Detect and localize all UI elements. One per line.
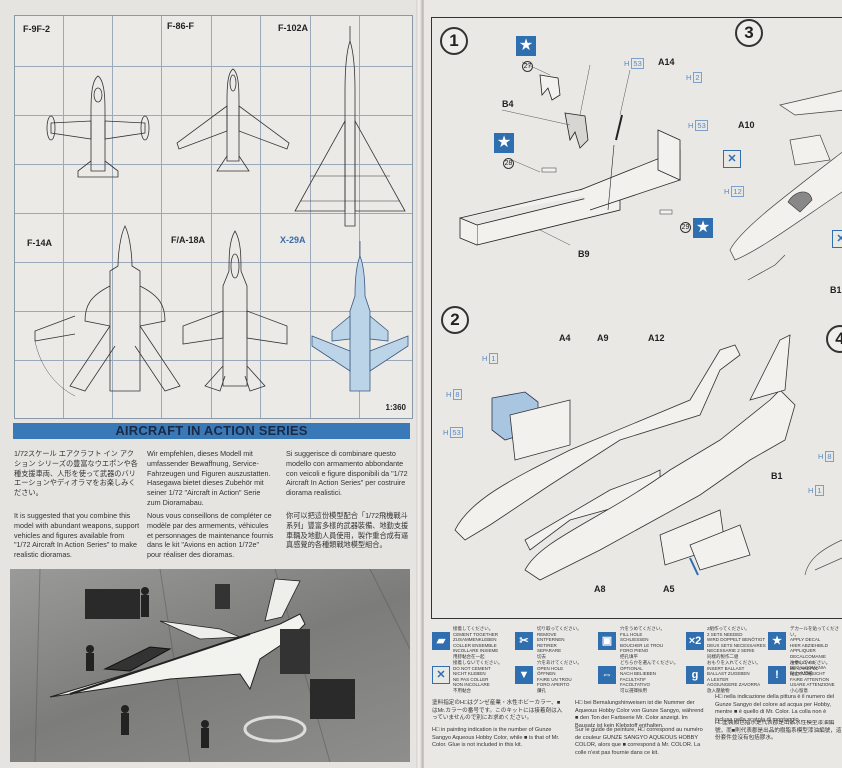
aircraft-silhouette-grid: F-9F-2 F-86-F F-102A F-14A F/A-18A X-29A [14,15,413,419]
part-label-b9: B9 [578,249,590,259]
text-chinese: 你可以把這份模型配合「1/72飛機戰斗系列」豐富多樣的武器裝備、地勤支援車輛及地… [286,511,409,550]
do-not-cement-icon: ✕ [832,230,842,248]
text-italian: Si suggerisce di combinare questo modell… [286,449,408,498]
step-1-badge: 1 [440,27,468,55]
do-not-cement-icon: ✕ [432,666,450,684]
part-label-b4: B4 [502,99,514,109]
legend-remove: 切り取ってください。 REMOVE ENTFERNEN RETIRER SEPA… [537,626,582,659]
part-label-a9: A9 [597,333,609,343]
note-italian: H□ nella indicazione della pittura è il … [715,694,835,723]
scale-label: 1:360 [385,403,406,412]
note-chinese: H□塗裝顏色指示是代表郡是出品水性模型漆油編號，而■則代表郡是出品的樹脂系模型漆… [715,720,842,742]
legend-decal: デカールを貼ってください。 APPLY DECAL HIER ABZIEHBIL… [790,626,840,676]
legend-careful: 注意してください。 BE CAREFUL HIER VORSICHT FAIRE… [790,660,835,693]
decal-number-28: 28 [503,158,514,169]
careful-icon: ! [768,666,786,684]
legend-ballast: おもりを入れてください。 INSERT BALLAST BALLAST ZUGE… [707,660,761,693]
note-japanese: 塗料指定のH□はグンゼ産業・水性ホビーカラー、■はMr.カラーの番号です。このキ… [432,700,563,722]
x29a-silhouette [311,241,409,392]
legend-optional: どちらかを選んでください。 OPTIONAL NACH BELIEBEN FAC… [620,660,679,693]
diorama-photo [10,569,410,762]
left-page: F-9F-2 F-86-F F-102A F-14A F/A-18A X-29A [0,0,418,768]
note-german: H□ bei Bemalungshinweisen ist die Nummer… [575,700,704,729]
aircraft-label-fa18a: F/A-18A [171,235,206,245]
open-hole-icon: ▼ [515,666,533,684]
step-4-badge: 4 [826,325,842,353]
part-label-b1: B1 [771,471,783,481]
legend-do-not-cement: 接着しないでください。 DO NOT CEMENT NICHT KLEBEN N… [453,660,503,693]
part-label-a5: A5 [663,584,675,594]
part-label-a8: A8 [594,584,606,594]
part-label-a14: A14 [658,57,675,67]
step-3-badge: 3 [735,19,763,47]
decal-number-29: 29 [680,222,691,233]
f86f-silhouette [176,68,290,172]
fill-hole-icon: ▣ [598,632,616,650]
part-label-a4: A4 [559,333,571,343]
step-2-badge: 2 [441,306,469,334]
remove-icon: ✂ [515,632,533,650]
decal-icon: ★ [768,632,786,650]
text-german: Wir empfehlen, dieses Modell mit umfasse… [147,449,271,507]
diorama-scene [34,569,410,762]
assembly-frame [431,17,842,619]
legend-open-hole: 穴をあけてください。 OPEN HOLE ÖFFNEN FAIRE UN TRO… [537,660,582,693]
step3-diagram [729,90,842,281]
fa18a-silhouette [182,230,288,392]
decal-icon: ★ [693,218,713,238]
step2-diagram [454,334,796,581]
legend-two-sets: 2組作ってください。 2 SETS NEEDED WIRD DOPPELT BE… [707,626,766,659]
step4-diagram [804,539,842,576]
f102a-silhouette [294,26,406,227]
step1-diagram [459,61,681,246]
part-label-a12: A12 [648,333,665,343]
page-fold [416,0,426,768]
series-banner: AIRCRAFT IN ACTION SERIES [13,423,410,439]
decal-icon: ★ [516,36,536,56]
part-label-b1-step3: B1 [830,285,842,295]
legend-fill-hole: 穴をうめてください。 FILL HOLE SCHLIESSEN BOUCHER … [620,626,665,659]
decal-icon: ★ [494,133,514,153]
part-label-a10: A10 [738,120,755,130]
text-english: It is suggested that you combine this mo… [14,511,140,560]
optional-icon: ⇔ [598,666,616,684]
do-not-cement-icon: ✕ [723,150,741,168]
aircraft-label-x29a: X-29A [280,235,306,245]
aircraft-label-f86f: F-86-F [167,21,194,31]
f9f2-silhouette [46,75,150,178]
decal-number-27: 27 [522,61,533,72]
legend-cement: 接着してください。 CEMENT TOGETHER ZUSAMMENKLEBEN… [453,626,499,659]
text-french: Nous vous conseillons de compléter ce mo… [147,511,274,560]
two-sets-icon: ×2 [686,632,704,650]
aircraft-label-f14a: F-14A [27,238,53,248]
text-japanese: 1/72スケール エアクラフト イン アクション シリーズの豊富なウエポンや各種… [14,449,138,498]
note-english: H□ in painting indication is the number … [432,727,560,749]
cement-icon: ▰ [432,632,450,650]
note-french: Sur le guide de peinture, H□ correspond … [575,727,703,756]
f14a-silhouette [34,225,181,397]
aircraft-label-f9f2: F-9F-2 [23,24,50,34]
ballast-icon: g [686,666,704,684]
aircraft-label-f102a: F-102A [278,23,309,33]
